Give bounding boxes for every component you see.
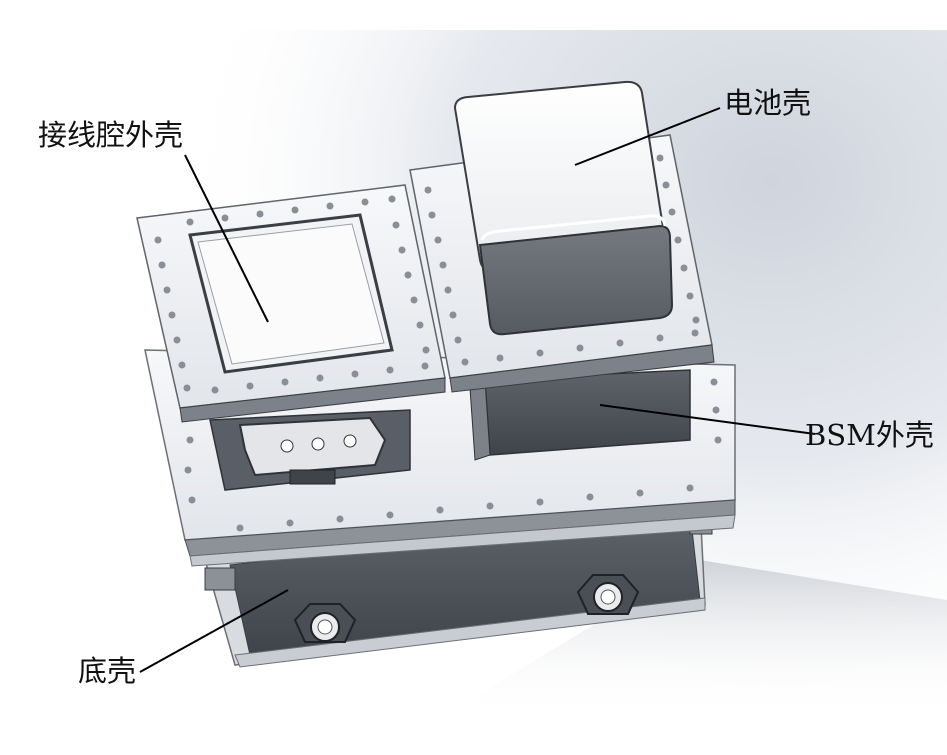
- battery-shell: [453, 80, 674, 336]
- label-bottom-shell: 底壳: [78, 654, 137, 688]
- wiring-cavity-base: [209, 409, 411, 491]
- leader-battery: [574, 107, 721, 166]
- connector-right: [576, 574, 640, 615]
- leader-bottom: [139, 589, 289, 673]
- leader-lines: [139, 107, 816, 673]
- label-wiring-cavity-shell: 接线腔外壳: [38, 118, 184, 152]
- wiring-cavity-shell: [136, 184, 446, 423]
- bottom-shell: [204, 504, 713, 668]
- leader-wiring-cavity: [184, 154, 269, 323]
- label-battery-shell: 电池壳: [724, 86, 812, 120]
- leader-bsm: [599, 404, 816, 435]
- connector-left: [293, 603, 357, 643]
- label-bsm-shell: BSM外壳: [805, 418, 934, 452]
